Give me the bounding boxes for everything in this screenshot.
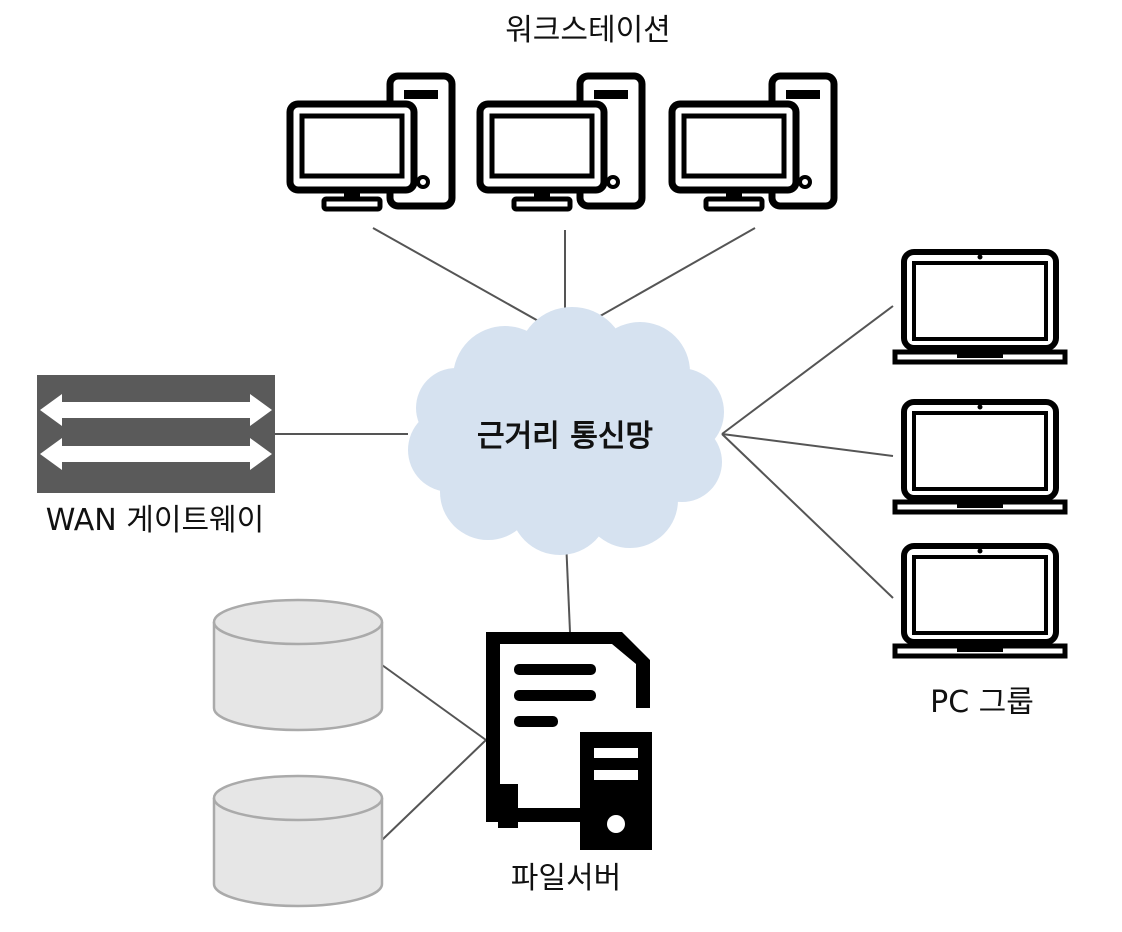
pc-group [895,252,1065,656]
database-icon [212,598,384,732]
laptop-icon [895,402,1065,512]
link-laptop-2 [721,433,894,457]
gateway-label: WAN 게이트웨이 [46,503,265,538]
link-file-server [565,539,571,633]
link-workstation-1 [372,227,566,337]
pc-group-label: PC 그룹 [930,685,1034,720]
gateway-switch-icon [37,375,275,493]
network-label: 근거리 통신망 [477,419,653,454]
laptop-icon [895,252,1065,362]
desktop-computer-icon [290,76,452,209]
link-laptop-1 [721,305,894,435]
database-icon [212,774,384,908]
workstation-group [290,76,834,209]
link-database-2 [381,739,487,841]
file-server-label: 파일서버 [511,861,621,896]
workstation-label: 워크스테이션 [505,13,671,48]
database-group [212,598,384,908]
desktop-computer-icon [672,76,834,209]
laptop-icon [895,546,1065,656]
desktop-computer-icon [480,76,642,209]
connection-lines [274,227,894,841]
cloud-icon [408,307,724,555]
link-laptop-3 [721,433,894,599]
file-server-icon [486,632,652,850]
link-database-1 [381,664,487,741]
